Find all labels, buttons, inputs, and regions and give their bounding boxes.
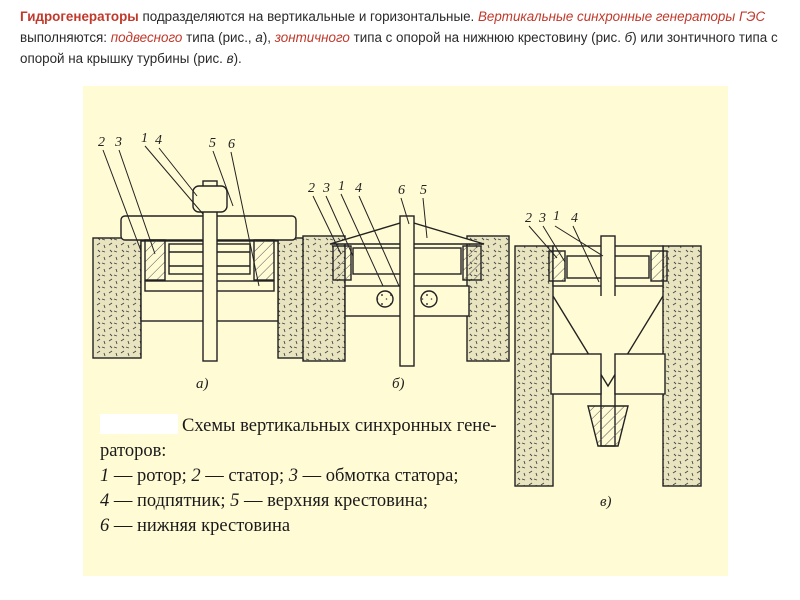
legend-line-2: 4 — подпятник; 5 — верхняя крестовина; — [100, 489, 497, 514]
label-a-4: 4 — [155, 133, 162, 148]
label-b-4: 4 — [355, 181, 362, 196]
stator-right-c — [650, 250, 668, 282]
legend-item-2-text: — статор; — [200, 466, 289, 486]
label-a-3: 3 — [114, 135, 122, 150]
spiral-case-right-c — [614, 353, 666, 395]
foundation-left-a — [92, 237, 142, 359]
fig-ref-b: б — [624, 30, 633, 45]
label-a-6: 6 — [228, 137, 235, 152]
stator-left-c — [548, 250, 566, 282]
intro-line-3: опорой на крышку турбины (рис. в). — [20, 48, 790, 69]
label-b-1: 1 — [338, 179, 345, 194]
scan-blot — [100, 414, 178, 434]
legend-title-line-1: Схемы вертикальных синхронных гене- — [182, 416, 497, 436]
legend-item-5-num: 5 — [230, 491, 240, 511]
thrust-bearing-b — [420, 290, 438, 308]
label-b-3: 3 — [322, 181, 330, 196]
turbine-cover-c — [552, 295, 664, 388]
stator-left-b — [332, 245, 352, 281]
foundation-left-c — [514, 245, 554, 487]
legend-item-6-text: — нижняя крестовина — [109, 516, 291, 536]
label-c-3: 3 — [538, 211, 546, 226]
fig-ref-a: а — [255, 30, 263, 45]
stator-right-b — [462, 245, 482, 281]
label-c-2: 2 — [525, 211, 532, 226]
legend-item-3-num: 3 — [288, 466, 298, 486]
legend-item-4-text: — подпятник; — [109, 491, 231, 511]
label-b-5: 5 — [420, 183, 427, 198]
leader-lines-c — [528, 225, 604, 283]
label-c-1: 1 — [553, 209, 560, 224]
legend-item-5-text: — верхняя крестовина; — [239, 491, 429, 511]
thrust-bearing-b — [376, 290, 394, 308]
runner-c — [587, 405, 629, 447]
term-umbrella: зонтичного — [274, 30, 350, 45]
fig-ref-c: в — [226, 51, 234, 66]
scheme-b — [302, 193, 510, 367]
shaft-a — [202, 180, 218, 362]
spiral-case-left-c — [550, 353, 602, 395]
leader-lines-b — [312, 193, 428, 287]
generator-schemes-figure: 2 3 1 4 5 6 2 3 1 4 6 5 2 3 1 4 а) б) в) — [92, 131, 702, 510]
legend-title: Схемы вертикальных синхронных гене- — [100, 414, 497, 439]
legend-line-1: 1 — ротор; 2 — статор; 3 — обмотка стато… — [100, 464, 497, 489]
thrust-bearing-a — [192, 185, 228, 213]
legend-line-3: 6 — нижняя крестовина — [100, 514, 497, 539]
legend-title-line-2: раторов: — [100, 441, 167, 461]
intro-text: подразделяются на вертикальные и горизон… — [138, 9, 478, 24]
legend-item-3-text: — обмотка статора; — [298, 466, 459, 486]
intro-text: типа (рис., — [182, 30, 256, 45]
legend-item-1-num: 1 — [100, 466, 110, 486]
label-a-2: 2 — [98, 135, 105, 150]
legend-item-6-num: 6 — [100, 516, 110, 536]
stator-left-a — [144, 239, 166, 281]
label-b-6: 6 — [398, 183, 405, 198]
term-vertical-generators: Вертикальные синхронные генераторы ГЭС — [477, 9, 766, 24]
intro-text: выполняются: — [20, 30, 111, 45]
intro-paragraph: Гидрогенераторы подразделяются на вертик… — [20, 6, 790, 69]
intro-text: опорой на крышку турбины (рис. — [20, 51, 227, 66]
foundation-right-c — [662, 245, 702, 487]
intro-line-1: Гидрогенераторы подразделяются на вертик… — [20, 6, 790, 27]
legend-item-4-num: 4 — [100, 491, 110, 511]
intro-text: ) или зонтичного типа с — [632, 30, 778, 45]
label-b-2: 2 — [308, 181, 315, 196]
label-a-5: 5 — [209, 136, 216, 151]
scheme-c — [514, 225, 702, 487]
intro-line-2: выполняются: подвесного типа (рис., а), … — [20, 27, 790, 48]
intro-text: ), — [262, 30, 275, 45]
legend-item-2-num: 2 — [191, 466, 201, 486]
scheme-a — [92, 145, 329, 362]
leader-lines-a — [102, 145, 260, 287]
number-labels: 2 3 1 4 5 6 2 3 1 4 6 5 2 3 1 4 — [98, 131, 578, 226]
label-c-4: 4 — [571, 211, 578, 226]
figure-legend: Схемы вертикальных синхронных гене- рато… — [100, 414, 497, 539]
intro-text: ). — [233, 51, 242, 66]
term-suspended: подвесного — [110, 30, 183, 45]
label-a-1: 1 — [141, 131, 148, 146]
shaft-b — [399, 215, 415, 367]
legend-item-1-text: — ротор; — [109, 466, 192, 486]
term-hydrogenerators: Гидрогенераторы — [20, 9, 139, 24]
caption-a: а) — [196, 376, 209, 392]
scheme-captions: а) б) в) — [196, 376, 612, 510]
caption-b: б) — [392, 376, 405, 392]
intro-text: типа с опорой на нижнюю крестовину (рис. — [349, 30, 625, 45]
caption-c: в) — [600, 494, 612, 510]
